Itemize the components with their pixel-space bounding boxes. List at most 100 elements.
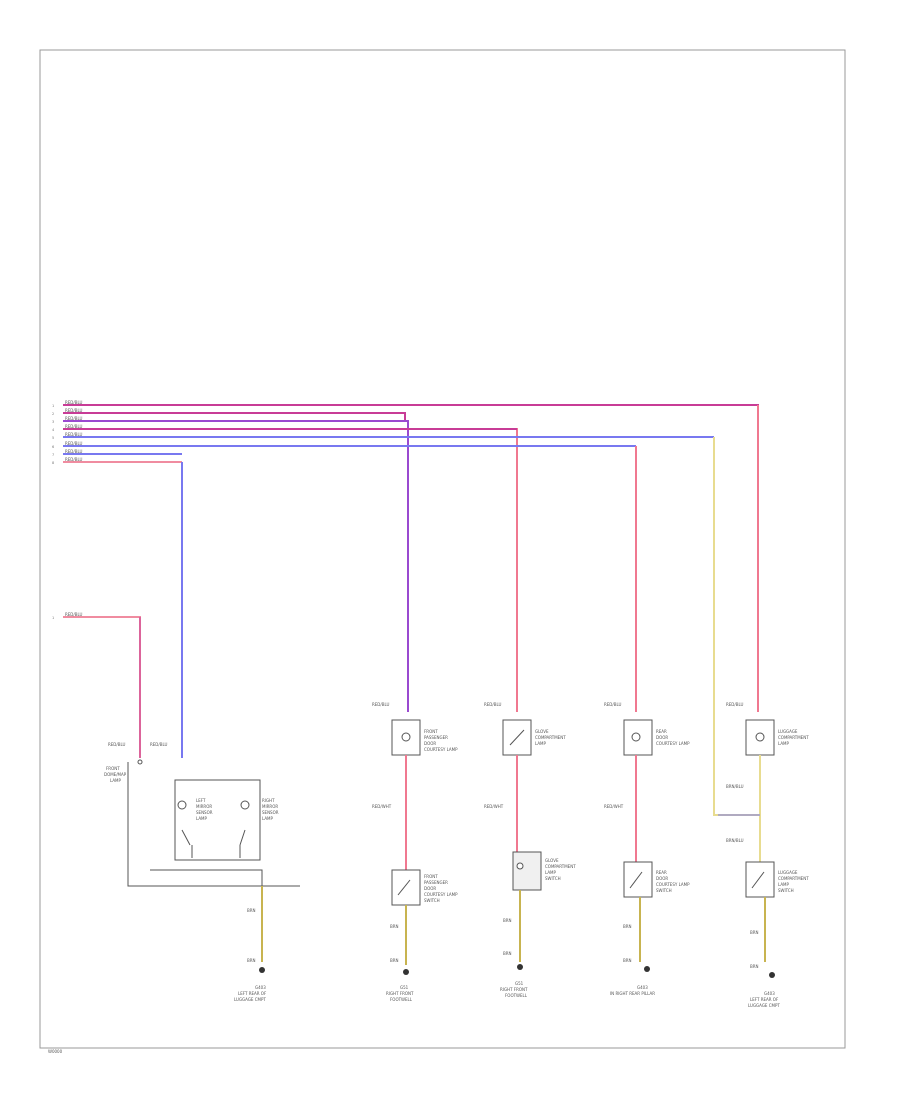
sensor-bottom-wire	[150, 869, 263, 886]
ground-1-symbol	[259, 967, 265, 973]
bus-wire-2	[63, 412, 406, 420]
bus-label-7: RED/BLU	[65, 449, 83, 454]
lamp-1-line-4: COURTESY LAMP	[424, 747, 458, 752]
left-sensor-switch	[181, 829, 193, 858]
bus-label-6: RED/BLU	[65, 441, 83, 446]
bus-id-3: 3	[52, 420, 54, 424]
lamp-2-line-1: GLOVE	[535, 729, 549, 734]
diagram-frame	[39, 49, 846, 1049]
diagram-footer-id: W0000	[48, 1049, 63, 1054]
switch-3-line-1: REAR	[656, 870, 667, 875]
ground-4-line-1: IN RIGHT REAR PILLAR	[610, 991, 655, 996]
ground-1-wire-label: BRN	[247, 908, 256, 913]
switch-3-line-2: DOOR	[656, 876, 668, 881]
switch-4-contact	[751, 871, 765, 889]
front-lamp-line-3: LAMP	[110, 778, 122, 783]
right-sensor-lamp-icon	[240, 800, 250, 810]
bus-id-1: 1	[52, 404, 54, 408]
ground-4-wire-label: BRN	[623, 924, 632, 929]
ground-2-wire-label-2: BRN	[390, 958, 399, 963]
ground-1-wire-label-2: BRN	[247, 958, 256, 963]
ground-5-name: G403	[764, 991, 775, 996]
mirror-sensor-box	[174, 779, 261, 861]
bus-id-5: 5	[52, 436, 54, 440]
column-1: RED/BLU FRONT PASSENGER DOOR COURTESY LA…	[372, 702, 458, 1002]
switch-2-line-3: LAMP	[545, 870, 557, 875]
left-sensor-line-3: SENSOR	[196, 810, 213, 815]
bus-id-6: 6	[52, 445, 54, 449]
lamp-2-pin: RED/BLU	[484, 702, 502, 707]
lamp-3-line-1: REAR	[656, 729, 667, 734]
switch-1-contact	[397, 879, 411, 896]
lamp-1-pin: RED/BLU	[372, 702, 390, 707]
left-sensor-lamp-icon	[177, 800, 187, 810]
bus-labels: 1 RED/BLU 2 RED/BLU 3 RED/BLU 4 RED/BLU …	[52, 400, 83, 465]
switch-1-line-2: PASSENGER	[424, 880, 448, 885]
lamp-3-line-2: DOOR	[656, 735, 668, 740]
ground-3-wire-label-2: BRN	[503, 951, 512, 956]
lamp-1-wire-label: RED/WHT	[372, 804, 392, 809]
ground-3-symbol	[517, 964, 523, 970]
ground-4-wire-label-2: BRN	[623, 958, 632, 963]
bus-wire-4	[63, 428, 518, 712]
lamp-4-line-3: LAMP	[778, 741, 790, 746]
switch-4-line-3: LAMP	[778, 882, 790, 887]
bus-label-1: RED/BLU	[65, 400, 83, 405]
switch-3-line-4: SWITCH	[656, 888, 672, 893]
front-lamp-line-1: FRONT	[106, 766, 120, 771]
switch-2-box	[512, 851, 542, 891]
bus-label-5: RED/BLU	[65, 432, 83, 437]
switch-4-box	[745, 861, 775, 898]
lamp-1-line-2: PASSENGER	[424, 735, 448, 740]
bus-id-4: 4	[52, 428, 55, 432]
ground-3-wire-label: BRN	[503, 918, 512, 923]
lamp-2-line-3: LAMP	[535, 741, 547, 746]
lamp-4-line-1: LUGGAGE	[778, 729, 798, 734]
front-lamp-icon	[137, 759, 143, 765]
front-lamp-pin: RED/BLU	[108, 742, 126, 747]
column-4: RED/BLU LUGGAGE COMPARTMENT LAMP BRN/BLU…	[718, 702, 809, 1008]
ground-5-wire-label: BRN	[750, 930, 759, 935]
ground-1-line-1: LEFT REAR OF	[238, 991, 267, 996]
switch-3-contact	[629, 871, 643, 889]
bus-label-2: RED/BLU	[65, 408, 83, 413]
switch-2-line-1: GLOVE	[545, 858, 559, 863]
column-2: RED/BLU GLOVE COMPARTMENT LAMP RED/WHT G…	[484, 702, 576, 998]
switch-4-line-4: SWITCH	[778, 888, 794, 893]
lamp-1-icon	[401, 732, 411, 742]
switch-2-line-4: SWITCH	[545, 876, 561, 881]
left-section: 1 RED/BLU RED/BLU FRONT DOME/MAP LAMP RE…	[52, 612, 300, 1002]
lamp-1-line-3: DOOR	[424, 741, 436, 746]
switch-4-line-1: LUGGAGE	[778, 870, 798, 875]
lamp-4-wire-label: BRN/BLU	[726, 784, 744, 789]
right-sensor-line-1: RIGHT	[262, 798, 275, 803]
bus-label-3: RED/BLU	[65, 416, 83, 421]
bus-wire-5-drop	[713, 437, 760, 816]
switch-4-line-2: COMPARTMENT	[778, 876, 809, 881]
switch-1-box	[391, 869, 421, 906]
left-sensor-line-2: MIRROR	[196, 804, 212, 809]
right-sensor-switch	[239, 829, 246, 858]
lamp-2-wire-label: RED/WHT	[484, 804, 504, 809]
switch-2-icon	[516, 862, 524, 870]
switch-3-box	[623, 861, 653, 898]
bus-id-7: 7	[52, 453, 54, 457]
front-lamp-line-2: DOME/MAP	[104, 772, 127, 777]
bus-id-2: 2	[52, 412, 54, 416]
ground-2-line-2: FOOTWELL	[390, 997, 413, 1002]
feed-label: RED/BLU	[65, 612, 83, 617]
lamp-2-line-2: COMPARTMENT	[535, 735, 566, 740]
left-sensor-line-4: LAMP	[196, 816, 208, 821]
switch-1-line-4: COURTESY LAMP	[424, 892, 458, 897]
bus-wire-1	[63, 404, 759, 712]
switch-2-line-2: COMPARTMENT	[545, 864, 576, 869]
ground-1-name: G403	[255, 985, 266, 990]
ground-2-wire-label: BRN	[390, 924, 399, 929]
ground-4-name: G403	[637, 985, 648, 990]
front-lamp-return	[127, 762, 300, 887]
lamp-4-icon	[755, 732, 765, 742]
lamp-1-line-1: FRONT	[424, 729, 438, 734]
left-sensor-line-1: LEFT	[196, 798, 206, 803]
bus-label-8: RED/BLU	[65, 457, 83, 462]
